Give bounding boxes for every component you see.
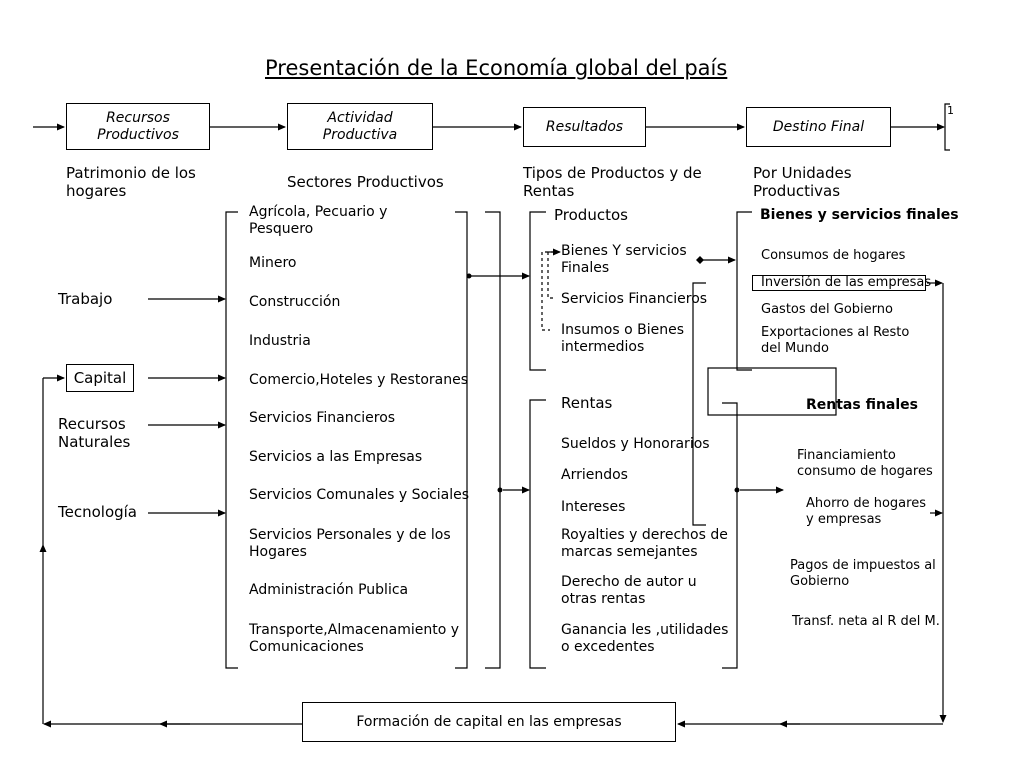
factor-tecnologia: Tecnología: [58, 503, 137, 521]
rentas-finales-header: Rentas finales: [806, 397, 919, 413]
factor-recursos-naturales: Recursos Naturales: [58, 415, 131, 452]
rentas-finales-item: Financiamiento consumo de hogares: [797, 448, 933, 479]
stage-label: Recursos Productivos: [97, 109, 179, 143]
sector-item: Servicios Personales y de los Hogares: [249, 527, 451, 561]
bienes-finales-item: Inversión de las empresas: [761, 275, 932, 290]
stage-resultados: Resultados: [523, 107, 646, 147]
rentas-item: Royalties y derechos de marcas semejante…: [561, 527, 728, 561]
productos-header: Productos: [554, 206, 628, 224]
bienes-finales-item: Gastos del Gobierno: [761, 302, 893, 317]
page-title: Presentación de la Economía global del p…: [265, 56, 728, 80]
stage-label: Actividad Productiva: [322, 109, 398, 143]
sectors-bracket-right: [455, 211, 468, 669]
stage-label: Destino Final: [772, 119, 865, 135]
stage-actividad-productiva: Actividad Productiva: [287, 103, 433, 150]
sector-item: Agrícola, Pecuario y Pesquero: [249, 204, 388, 238]
productos-item: Insumos o Bienes intermedios: [561, 322, 685, 356]
header-tipos: Tipos de Productos y de Rentas: [523, 164, 702, 201]
sectors-bracket-left: [225, 211, 238, 669]
factor-capital-box: Capital: [66, 364, 134, 392]
rentas-finales-frame: [707, 367, 837, 416]
rentas-item: Ganancia les ,utilidades o excedentes: [561, 622, 729, 656]
bienes-finales-item: Exportaciones al Resto del Mundo: [761, 325, 910, 356]
rentas-finales-item: Transf. neta al R del M.: [792, 614, 940, 629]
rentas-item: Arriendos: [561, 467, 628, 483]
factor-capital: Capital: [73, 369, 127, 387]
stage-recursos-productivos: Recursos Productivos: [66, 103, 210, 150]
productos-item: Bienes Y servicios Finales: [561, 243, 687, 277]
junction-dot: [497, 487, 503, 493]
diamond-dot: [696, 256, 704, 264]
productos-bracket: [529, 211, 546, 371]
dashed-connector: [541, 251, 556, 331]
sector-item: Comercio,Hoteles y Restoranes: [249, 372, 468, 388]
sector-item: Industria: [249, 333, 311, 349]
rentas-item: Sueldos y Honorarios: [561, 436, 710, 452]
formacion-capital-box: Formación de capital en las empresas: [302, 702, 676, 742]
header-sectores: Sectores Productivos: [287, 173, 444, 191]
sector-item: Administración Publica: [249, 582, 409, 598]
productos-item: Servicios Financieros: [561, 291, 708, 307]
stage-destino-final: Destino Final: [746, 107, 891, 147]
factor-trabajo: Trabajo: [58, 290, 113, 308]
rentas-finales-bracket: [722, 402, 738, 669]
bienes-finales-item: Consumos de hogares: [761, 248, 906, 263]
formacion-capital-label: Formación de capital en las empresas: [356, 714, 622, 730]
inner-bracket-right: [692, 282, 706, 526]
sector-item: Construcción: [249, 294, 341, 310]
rentas-finales-item: Pagos de impuestos al Gobierno: [790, 558, 936, 589]
rentas-item: Derecho de autor u otras rentas: [561, 574, 697, 608]
junction-dot: [466, 273, 472, 279]
clipped-stage-label: 1: [947, 104, 954, 117]
rentas-header: Rentas: [561, 394, 613, 412]
bienes-finales-header: Bienes y servicios finales: [760, 207, 959, 223]
outer-bracket-right: [485, 211, 501, 669]
header-patrimonio: Patrimonio de los hogares: [66, 164, 196, 201]
clipped-box-edge: [944, 103, 950, 151]
sector-item: Transporte,Almacenamiento y Comunicacion…: [249, 622, 460, 656]
bienes-finales-bracket: [736, 211, 752, 371]
header-unidades: Por Unidades Productivas: [753, 164, 852, 201]
sector-item: Servicios a las Empresas: [249, 449, 423, 465]
inversion-box: [752, 275, 926, 291]
rentas-finales-item: Ahorro de hogares y empresas: [806, 496, 926, 527]
junction-dot: [734, 487, 740, 493]
rentas-item: Intereses: [561, 499, 626, 515]
rentas-bracket: [529, 399, 546, 669]
stage-label: Resultados: [545, 119, 624, 135]
sector-item: Servicios Comunales y Sociales: [249, 487, 470, 503]
sector-item: Minero: [249, 255, 297, 271]
sector-item: Servicios Financieros: [249, 410, 396, 426]
